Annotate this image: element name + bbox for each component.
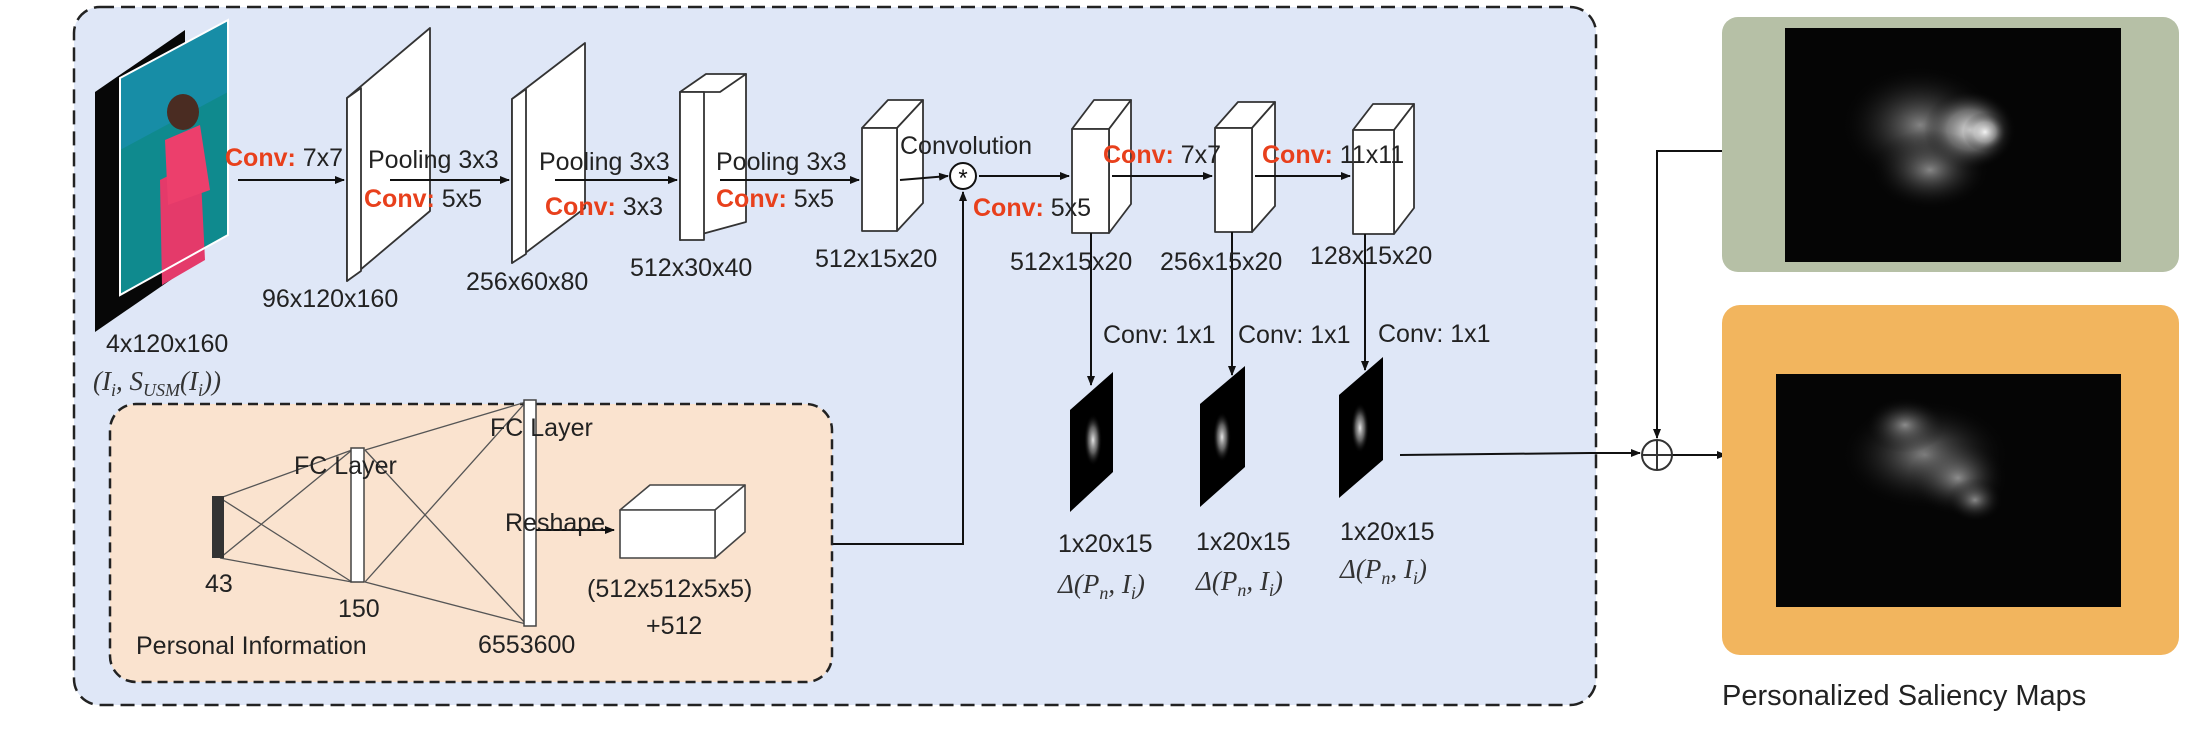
layer-dims-6: 256x15x20 xyxy=(1160,248,1282,276)
step-label-10: Conv: 7x7 xyxy=(1103,141,1221,169)
arrow-personal-to-conv xyxy=(832,191,967,545)
delta-formula-3: Δ(Pn, Ii) xyxy=(1339,554,1427,588)
branch-map-3 xyxy=(1339,357,1383,498)
reshape-bias: +512 xyxy=(646,612,702,640)
convolution-operator-icon: * xyxy=(949,162,977,192)
output-title: Personalized Saliency Maps xyxy=(1722,680,2086,712)
layer-dims-5: 512x15x20 xyxy=(1010,248,1132,276)
layer-dims-1: 96x120x160 xyxy=(262,285,398,313)
delta-formula-2: Δ(Pn, Ii) xyxy=(1195,566,1283,600)
step-label-6: Pooling 3x3 xyxy=(716,148,847,176)
layer-dims-3: 512x30x40 xyxy=(630,254,752,282)
branch-conv-label-1: Conv: 1x1 xyxy=(1103,321,1216,349)
fc-layer-150 xyxy=(350,447,365,583)
step-label-8: Convolution xyxy=(900,132,1032,160)
fc-layer-label-2: FC Layer xyxy=(490,414,593,442)
step-label-4: Pooling 3x3 xyxy=(539,148,670,176)
layer-block-2 xyxy=(511,42,586,264)
layer-block-1 xyxy=(346,27,431,282)
step-label-7: Conv: 5x5 xyxy=(716,185,834,213)
svg-text:*: * xyxy=(958,165,967,192)
personal-info-title: Personal Information xyxy=(136,632,367,660)
arrow-green-to-sum xyxy=(1653,150,1722,439)
layer-block-4 xyxy=(861,99,924,232)
branch-map-2 xyxy=(1200,366,1245,507)
reshape-box xyxy=(619,484,746,559)
layer-dims-4: 512x15x20 xyxy=(815,245,937,273)
personalized-saliency-map xyxy=(1722,305,2179,655)
branch-conv-label-3: Conv: 1x1 xyxy=(1378,320,1491,348)
step-label-5: Conv: 3x3 xyxy=(545,193,663,221)
layer-block-7 xyxy=(1352,103,1415,235)
branch-map-1 xyxy=(1070,372,1113,512)
layer-block-6 xyxy=(1214,101,1276,233)
branch-dims-3: 1x20x15 xyxy=(1340,518,1435,546)
step-label-3: Conv: 5x5 xyxy=(364,185,482,213)
layer-dims-7: 128x15x20 xyxy=(1310,242,1432,270)
step-label-11: Conv: 11x11 xyxy=(1262,141,1404,169)
arrow-l4-to-conv xyxy=(899,172,949,181)
branch-dims-2: 1x20x15 xyxy=(1196,528,1291,556)
neurons-43: 43 xyxy=(205,570,233,598)
branch-dims-1: 1x20x15 xyxy=(1058,530,1153,558)
reshape-shape: (512x512x5x5) xyxy=(587,575,752,603)
input-vector-43 xyxy=(212,496,224,558)
personal-info-panel xyxy=(108,402,834,684)
general-saliency-map xyxy=(1722,17,2179,272)
step-label-1: Conv: 7x7 xyxy=(225,144,343,172)
fc-layer-label-1: FC Layer xyxy=(294,452,397,480)
step-label-9: Conv: 5x5 xyxy=(973,194,1091,222)
input-formula: (Ii, SUSM(Ii)) xyxy=(93,366,221,400)
layer-dims-2: 256x60x80 xyxy=(466,268,588,296)
sum-operator-icon xyxy=(1641,439,1673,471)
input-dims: 4x120x160 xyxy=(106,330,228,358)
input-rgb-image xyxy=(119,18,229,297)
neurons-6553600: 6553600 xyxy=(478,631,575,659)
layer-block-5 xyxy=(1071,99,1132,234)
reshape-label: Reshape xyxy=(505,509,605,537)
branch-conv-label-2: Conv: 1x1 xyxy=(1238,321,1351,349)
neurons-150: 150 xyxy=(338,595,380,623)
delta-formula-1: Δ(Pn, Ii) xyxy=(1057,569,1145,603)
arrow-maps-to-sum xyxy=(1399,449,1641,457)
fc-connections xyxy=(219,401,527,625)
input-images xyxy=(95,18,229,332)
fc-layer-6553600 xyxy=(523,399,537,627)
layer-block-3 xyxy=(679,73,747,241)
step-label-2: Pooling 3x3 xyxy=(368,146,499,174)
